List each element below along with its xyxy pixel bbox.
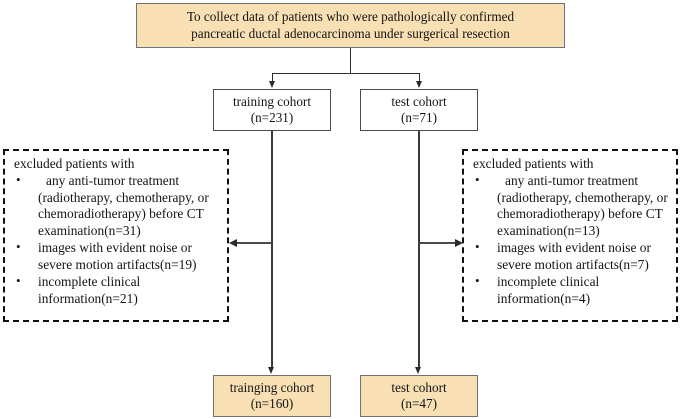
arrow-into-test-cohort (416, 81, 422, 88)
training-cohort-box: training cohort (n=231) (213, 89, 331, 131)
connector-split-horizontal (272, 73, 420, 74)
right-item3-line2: information(n=4) (497, 290, 591, 306)
list-item: images with evident noise or severe moti… (471, 239, 670, 274)
right-item2-line1: images with evident noise or (497, 240, 651, 256)
left-item2-line2: severe motion artifacts(n=19) (38, 256, 197, 272)
right-item2-line2: severe motion artifacts(n=7) (497, 256, 649, 272)
training-cohort-label: training cohort (232, 93, 311, 109)
list-item: incomplete clinical information(n=21) (12, 273, 221, 308)
test-cohort-count: (n=71) (400, 110, 437, 125)
test-cohort-label: test cohort (391, 93, 447, 109)
connector-test-stem (418, 131, 420, 367)
left-item1-line4: examination(n=31) (38, 223, 141, 239)
title-line-2: pancreatic ductal adenocarcinoma under s… (191, 25, 510, 41)
arrow-into-right-exclusion-box (455, 239, 463, 247)
left-exclusion-list: any anti-tumor treatment (radiotherapy, … (12, 172, 221, 308)
final-training-cohort-box: trainging cohort (n=160) (213, 375, 331, 417)
left-exclusion-header: excluded patients with (14, 156, 135, 171)
final-training-label: trainging cohort (229, 379, 315, 395)
connector-right-exclusion (419, 242, 455, 244)
left-item1-line3: chemoradiotherapy) before CT (38, 206, 204, 222)
left-item1-line2: (radiotherapy, chemotherapy, or (38, 189, 209, 205)
right-item1-line4: examination(n=13) (497, 223, 600, 239)
training-cohort-count: (n=231) (250, 110, 294, 125)
right-item1-line1: any anti-tumor treatment (505, 172, 639, 188)
list-item: any anti-tumor treatment (radiotherapy, … (12, 172, 221, 240)
right-item1-line2: (radiotherapy, chemotherapy, or (497, 189, 668, 205)
right-item1-line3: chemoradiotherapy) before CT (497, 206, 663, 222)
left-item2-line1: images with evident noise or (38, 240, 192, 256)
title-box: To collect data of patients who were pat… (136, 3, 565, 48)
arrow-into-final-test-box (415, 367, 421, 374)
connector-training-stem (271, 131, 273, 367)
left-item1-line1: any anti-tumor treatment (46, 172, 180, 188)
right-item3-line1: incomplete clinical (497, 273, 600, 289)
final-training-count: (n=160) (250, 396, 294, 411)
left-item3-line1: incomplete clinical (38, 273, 141, 289)
connector-title-stem (350, 48, 351, 74)
final-test-count: (n=47) (400, 396, 437, 411)
arrow-into-final-training-box (268, 367, 274, 374)
right-exclusion-box: excluded patients with any anti-tumor tr… (462, 149, 678, 322)
left-item3-line2: information(n=21) (38, 290, 138, 306)
list-item: images with evident noise or severe moti… (12, 239, 221, 274)
right-exclusion-header: excluded patients with (473, 156, 594, 171)
final-test-cohort-box: test cohort (n=47) (360, 375, 478, 417)
list-item: incomplete clinical information(n=4) (471, 273, 670, 308)
arrow-into-training-cohort (269, 81, 275, 88)
list-item: any anti-tumor treatment (radiotherapy, … (471, 172, 670, 240)
right-exclusion-list: any anti-tumor treatment (radiotherapy, … (471, 172, 670, 308)
connector-to-training (272, 73, 273, 81)
final-test-label: test cohort (391, 379, 447, 395)
left-exclusion-box: excluded patients with any anti-tumor tr… (3, 149, 229, 322)
arrow-into-left-exclusion-box (229, 239, 237, 247)
connector-to-test (419, 73, 420, 81)
test-cohort-box: test cohort (n=71) (360, 89, 478, 131)
connector-left-exclusion (236, 242, 272, 244)
title-line-1: To collect data of patients who were pat… (186, 9, 515, 25)
